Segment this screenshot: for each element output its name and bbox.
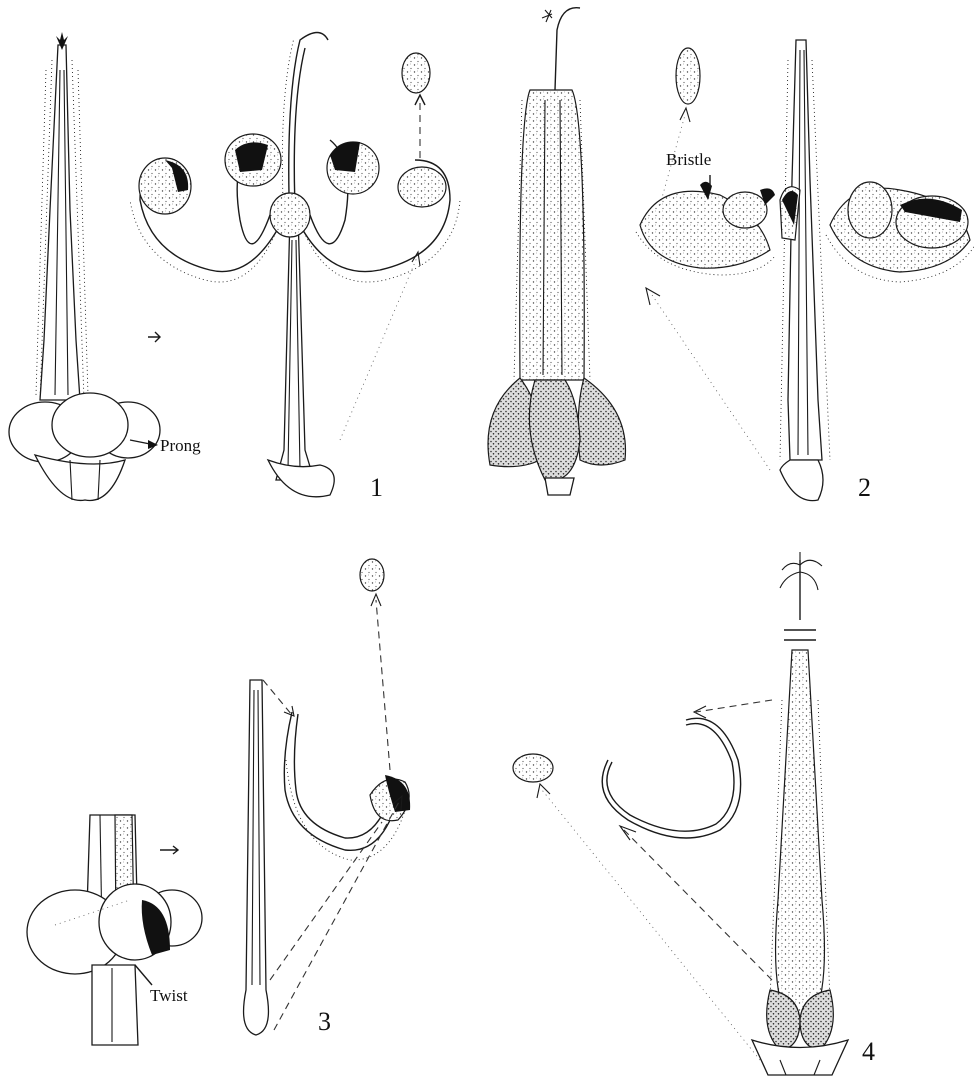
panel-3: Twist 3 <box>27 559 410 1045</box>
label-bristle: Bristle <box>666 150 711 169</box>
label-prong: Prong <box>160 436 201 455</box>
panel-number-4: 4 <box>862 1037 875 1066</box>
arrow-3 <box>160 846 178 854</box>
label-twist: Twist <box>150 986 188 1005</box>
dehisced-fruit-2 <box>636 40 974 501</box>
dehisced-fruit-1 <box>130 33 460 497</box>
panel-number-1: 1 <box>370 473 383 502</box>
intact-fruit-1 <box>9 32 160 501</box>
fruit-4 <box>752 552 848 1075</box>
panel-number-2: 2 <box>858 473 871 502</box>
panel-number-3: 3 <box>318 1007 331 1036</box>
awn-valve-3 <box>244 559 411 1035</box>
panel-2: Bristle 2 <box>488 8 974 502</box>
awn-seed-4 <box>513 700 772 1060</box>
panel-1: Prong <box>9 32 460 502</box>
intact-fruit-2 <box>488 8 625 495</box>
arrow-1 <box>148 332 160 342</box>
panel-4: 4 <box>513 552 875 1075</box>
